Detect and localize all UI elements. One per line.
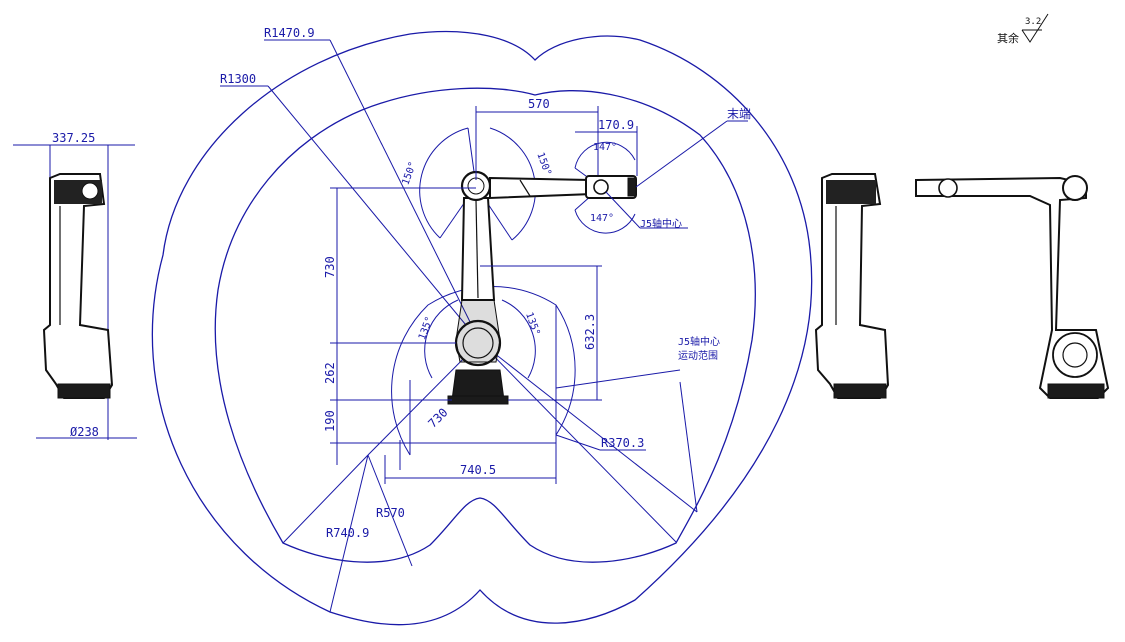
label-r740: R740.9 [326,526,369,540]
label-tail: 末端 [727,107,751,121]
label-150-left: 150° [400,160,419,186]
dimensions-main [330,106,748,484]
label-135-right: 135° [523,311,542,337]
label-j5-range-1: J5轴中心 [678,335,720,348]
label-r370: R370.3 [601,436,644,450]
label-147-top: 147° [593,142,617,153]
label-j5-center: J5轴中心 [640,217,682,230]
label-190: 190 [323,410,337,432]
outer-workspace-boundary [151,30,813,626]
label-r570: R570 [376,506,405,520]
radial-leaders [220,39,698,613]
label-740-5: 740.5 [460,463,496,477]
inner-workspace-boundary [214,87,756,563]
label-262: 262 [323,362,337,384]
robot-side-view-left [13,144,137,440]
label-570: 570 [528,97,550,111]
label-147-bottom: 147° [590,213,614,224]
surface-prefix: 其余 [997,31,1019,45]
label-150-right: 150° [534,151,553,177]
label-730-vertical: 730 [323,256,337,278]
label-170: 170.9 [598,118,634,132]
robot-main-view [447,170,637,405]
label-337: 337.25 [52,131,95,145]
surface-value: 3.2 [1025,17,1041,27]
label-j5-range-2: 运动范围 [678,349,718,362]
label-632: 632.3 [583,314,597,350]
label-135-left: 135° [417,315,436,341]
surface-finish-symbol: 其余 3.2 [997,13,1049,45]
robot-side-view-right-b [915,175,1110,399]
label-dia238: Ø238 [70,425,99,439]
label-730-diagonal: 730 [425,405,450,430]
robot-side-view-right-a [814,173,890,399]
label-r1300: R1300 [220,72,256,86]
label-r1470: R1470.9 [264,26,315,40]
